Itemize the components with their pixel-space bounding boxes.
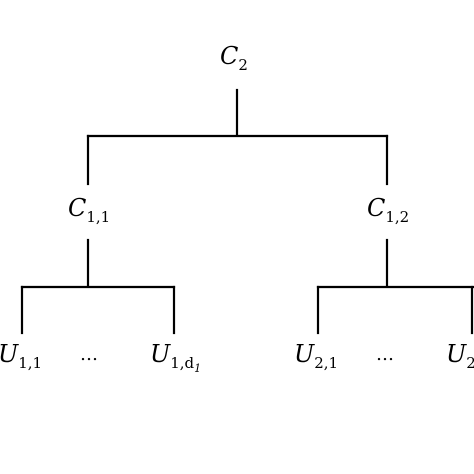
leaf-u1d1-subscript: 1,d [170,354,194,372]
node-c12-symbol: C [367,194,385,222]
node-c12-subscript: 1,2 [385,208,409,226]
leaf-u11-subscript: 1,1 [18,354,42,372]
leaf-u1d1-symbol: U [150,340,171,368]
root-node-subscript: 2 [238,56,248,74]
leaf-u21-symbol: U [294,340,315,368]
root-node-label: C2 [220,42,248,74]
leaf-u1d1-sub-subscript: 1 [194,362,201,375]
leaf-u1d1-label: U1,d1 [150,340,201,375]
node-c12-label: C1,2 [367,194,409,226]
node-c11-symbol: C [68,194,86,222]
node-c11-label: C1,1 [68,194,110,226]
leaf-u21-label: U2,1 [294,340,338,372]
right-ellipsis: … [376,344,394,365]
node-c11-subscript: 1,1 [86,208,110,226]
leaf-u11-symbol: U [0,340,19,368]
root-node-symbol: C [220,42,238,70]
leaf-u2-partial-subscript: 2 [466,354,474,372]
leaf-u2-partial-symbol: U [446,340,467,368]
leaf-u2-partial-label: U2 [446,340,474,372]
leaf-u21-subscript: 2,1 [314,354,338,372]
left-ellipsis: … [80,344,98,365]
leaf-u11-label: U1,1 [0,340,42,372]
